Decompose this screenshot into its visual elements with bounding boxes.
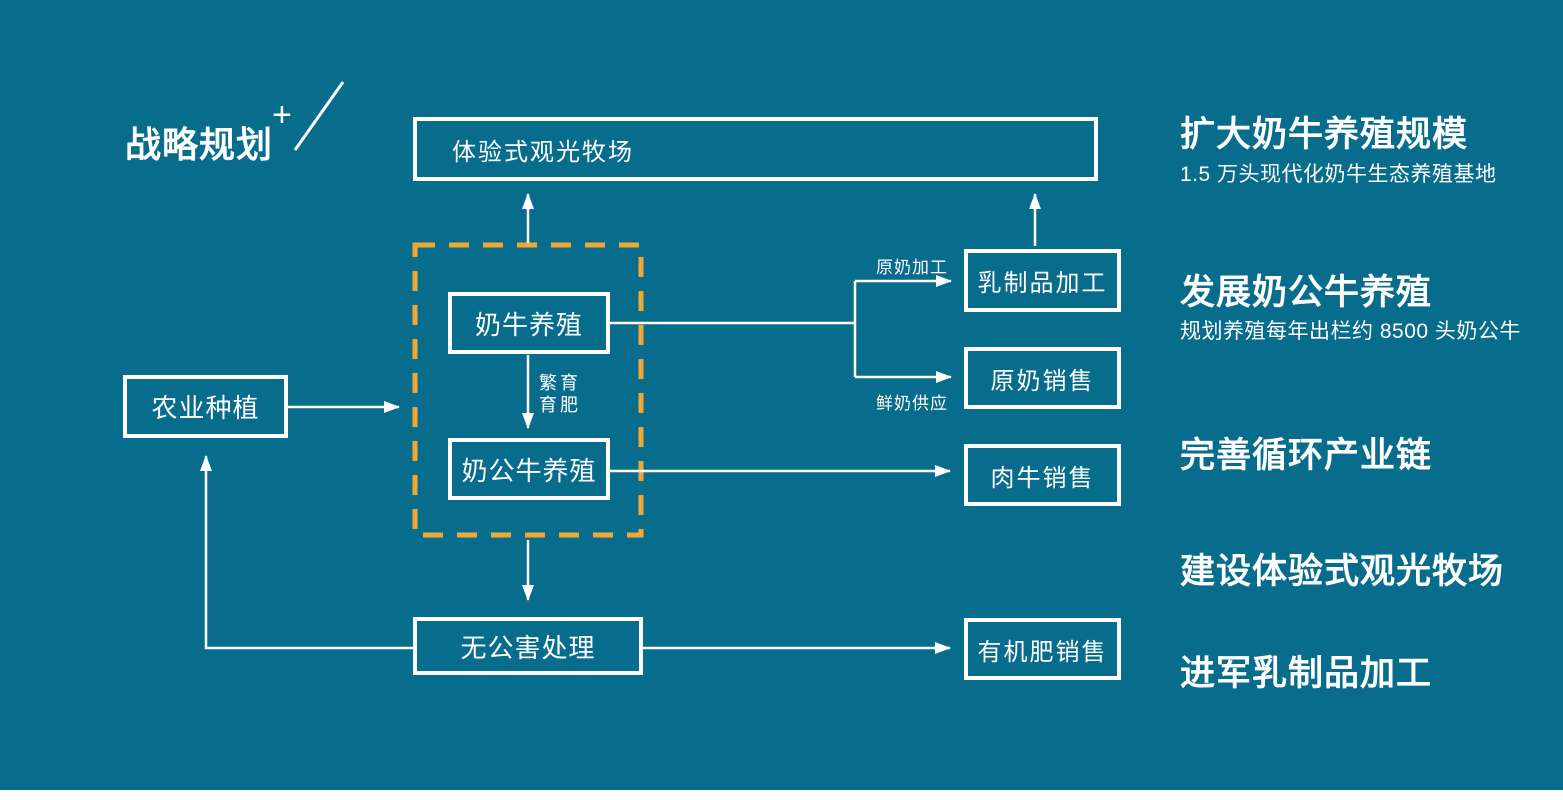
- node-organic-fertilizer-sales: 有机肥销售: [964, 618, 1121, 680]
- arrow-treatment-to-farming-loop: [200, 455, 413, 650]
- node-raw-milk-sales: 原奶销售: [964, 347, 1121, 409]
- highlight-heading-enter-processing: 进军乳制品加工: [1180, 654, 1433, 693]
- node-dairy-bull: 奶公牛养殖: [448, 438, 610, 500]
- node-pollution-free-treatment: 无公害处理: [413, 617, 643, 675]
- bottom-strip: [0, 790, 1563, 800]
- title-slash-line: [293, 81, 345, 151]
- edge-label-breeding-fattening: 繁育 育肥: [539, 372, 581, 416]
- highlight-heading-circular-chain: 完善循环产业链: [1180, 436, 1433, 475]
- edge-label-raw-milk-processing: 原奶加工: [876, 258, 948, 277]
- node-beef-sales: 肉牛销售: [964, 444, 1121, 506]
- edge-label-fresh-milk-supply: 鲜奶供应: [876, 394, 948, 413]
- highlight-heading-build-ranch: 建设体验式观光牧场: [1180, 552, 1505, 591]
- highlight-heading-develop-bull: 发展奶公牛养殖: [1180, 273, 1433, 312]
- node-dairy-cattle: 奶牛养殖: [448, 292, 610, 354]
- page-title: 战略规划: [125, 124, 274, 165]
- node-farming: 农业种植: [123, 375, 288, 438]
- edge-label-breeding-line1: 繁育: [539, 373, 581, 393]
- plus-icon: +: [272, 96, 292, 134]
- highlight-sub-develop-bull: 规划养殖每年出栏约 8500 头奶公牛: [1180, 320, 1521, 343]
- highlight-heading-expand-dairy: 扩大奶牛养殖规模: [1180, 115, 1469, 154]
- edge-label-breeding-line2: 育肥: [539, 395, 581, 415]
- node-dairy-processing: 乳制品加工: [964, 249, 1121, 312]
- node-tour-ranch: 体验式观光牧场: [413, 117, 1098, 181]
- highlight-sub-expand-dairy: 1.5 万头现代化奶牛生态养殖基地: [1180, 163, 1497, 186]
